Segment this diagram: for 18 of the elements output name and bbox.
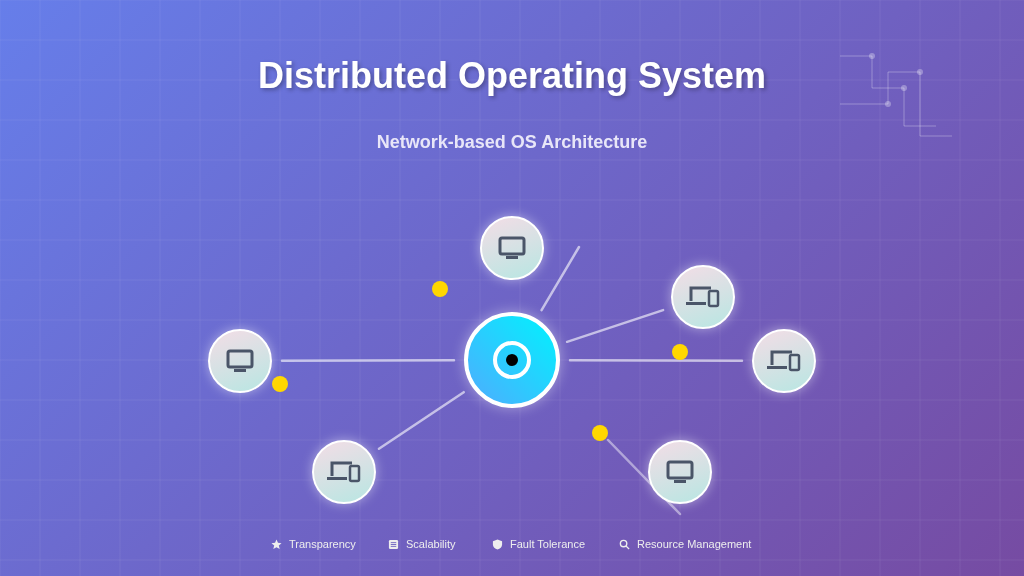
device-node	[208, 329, 272, 393]
connection-line	[540, 245, 581, 312]
device-node	[671, 265, 735, 329]
device-node	[752, 329, 816, 393]
connection-line	[280, 358, 456, 363]
device-node	[480, 216, 544, 280]
connection-line	[568, 358, 744, 363]
device-node	[312, 440, 376, 504]
feature-label: Scalability	[406, 538, 456, 550]
connection-line	[377, 390, 465, 450]
subtitle: Network-based OS Architecture	[375, 132, 649, 153]
feature-label: Transparency	[289, 538, 356, 550]
feature-label: Fault Tolerance	[510, 538, 585, 550]
connection-line	[565, 308, 665, 344]
feature-label: Resource Management	[637, 538, 752, 550]
device-node	[648, 440, 712, 504]
hub-circle	[464, 312, 560, 408]
title: Distributed Operating System	[256, 55, 768, 97]
